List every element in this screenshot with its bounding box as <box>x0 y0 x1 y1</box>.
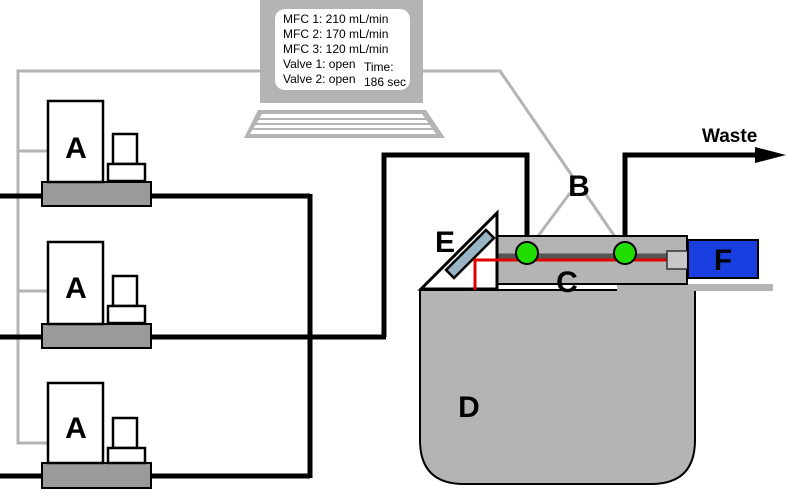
control-wiring <box>16 69 624 445</box>
screen-time-value: 186 sec <box>364 75 406 89</box>
laptop-display <box>275 9 410 90</box>
screen-line-mfc3: MFC 3: 120 mL/min <box>283 42 388 56</box>
detector-window <box>666 250 689 270</box>
mirror-mount-e <box>417 209 499 291</box>
laptop-keyboard-rows <box>253 118 433 130</box>
detector-f <box>687 239 759 279</box>
label-d: D <box>458 391 480 424</box>
screen-line-mfc2: MFC 2: 170 mL/min <box>283 27 388 41</box>
gas-line-to-cell <box>381 152 530 337</box>
waste-arrow-icon <box>755 147 786 163</box>
label-b: B <box>568 170 590 203</box>
detector-shelf <box>617 284 773 291</box>
label-f: F <box>714 244 732 277</box>
laptop: MFC 1: 210 mL/min MFC 2: 170 mL/min MFC … <box>244 0 445 138</box>
laser-beam <box>473 258 672 290</box>
mass-flow-controller-2: A <box>41 240 152 349</box>
label-a-1: A <box>65 132 87 165</box>
label-a-2: A <box>65 272 87 305</box>
gas-line-to-waste <box>622 152 757 253</box>
waste-label: Waste <box>702 126 757 147</box>
valve-1 <box>515 241 539 265</box>
screen-line-valve2: Valve 2: open <box>283 72 356 86</box>
mass-flow-controller-3: A <box>41 381 152 489</box>
valve-2 <box>613 241 637 265</box>
label-c: C <box>556 266 578 299</box>
mirror-e <box>444 228 496 280</box>
label-a-3: A <box>65 412 87 445</box>
control-line-left <box>16 69 263 445</box>
control-line-right <box>421 69 577 181</box>
mass-flow-controller-1: A <box>41 99 152 207</box>
screen-time-label: Time: <box>364 60 394 74</box>
label-e: E <box>435 226 455 259</box>
housing-d <box>419 289 696 485</box>
screen-line-mfc1: MFC 1: 210 mL/min <box>283 12 388 26</box>
screen-line-valve1: Valve 1: open <box>283 57 356 71</box>
